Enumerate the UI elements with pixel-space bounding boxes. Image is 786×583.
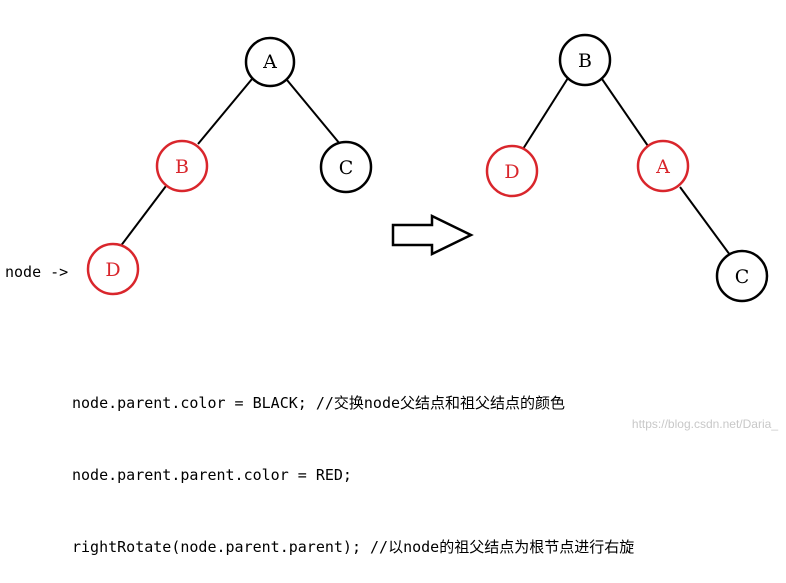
code-line-recolor-grandparent: node.parent.parent.color = RED; xyxy=(72,466,352,484)
after-node-B: B xyxy=(558,33,612,87)
after-node-A-label: A xyxy=(655,156,670,178)
watermark: https://blog.csdn.net/Daria_ xyxy=(631,417,778,431)
after-node-D: D xyxy=(485,144,539,198)
edge-before-A-C xyxy=(286,79,341,145)
code-block: node.parent.color = BLACK; //交换node父结点和祖… xyxy=(72,343,634,583)
before-node-B: B xyxy=(155,139,209,193)
after-node-D-label: D xyxy=(504,161,519,183)
before-node-C-label: C xyxy=(339,157,354,179)
after-node-A: A xyxy=(636,139,690,193)
after-node-C: C xyxy=(715,249,769,303)
edge-after-A-C xyxy=(679,186,731,256)
edge-after-B-D xyxy=(522,77,569,150)
before-node-A-label: A xyxy=(262,51,277,73)
right-arrow-icon xyxy=(391,214,474,256)
before-node-A: A xyxy=(244,36,296,88)
before-node-D: D xyxy=(86,242,140,296)
edge-before-B-D xyxy=(119,185,167,248)
edge-after-B-A xyxy=(601,78,649,147)
edge-before-A-B xyxy=(197,78,253,145)
before-node-C: C xyxy=(319,140,373,194)
before-node-D-label: D xyxy=(105,259,120,281)
before-node-B-label: B xyxy=(175,156,189,178)
code-line-recolor-parent: node.parent.color = BLACK; //交换node父结点和祖… xyxy=(72,394,566,412)
after-node-C-label: C xyxy=(735,266,750,288)
node-pointer-label: node -> xyxy=(5,263,68,281)
after-node-B-label: B xyxy=(578,50,592,72)
red-black-tree-rotation-diagram: A B C D node -> B D A C xyxy=(5,33,769,303)
code-line-right-rotate: rightRotate(node.parent.parent); //以node… xyxy=(72,538,635,556)
